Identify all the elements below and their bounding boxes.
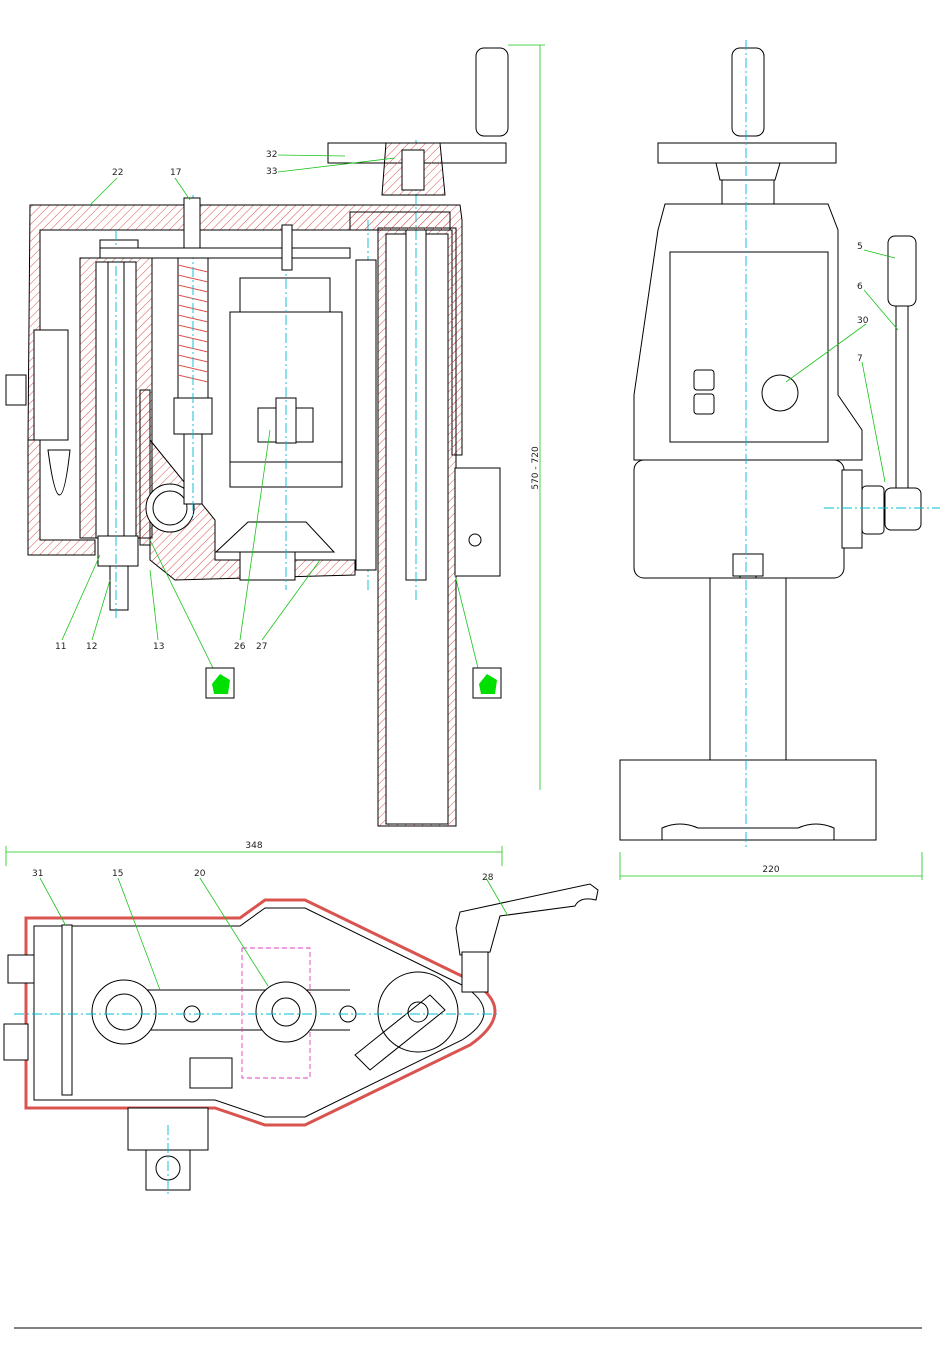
housing-slot [48, 450, 70, 495]
spindle-tip [110, 566, 128, 610]
label-26: 26 [234, 642, 246, 652]
top-block [190, 1058, 232, 1088]
side-handwheel [658, 143, 836, 163]
top-gear-20 [256, 982, 316, 1042]
dimension-length: 348 [245, 841, 262, 851]
clamp-stem [462, 952, 488, 992]
side-scale [842, 470, 862, 548]
hub-bore [402, 150, 424, 190]
label-5: 5 [857, 242, 863, 252]
front-section-view: 570 - 720 22 17 32 33 11 [6, 45, 545, 826]
side-bracket [455, 468, 500, 576]
label-22: 22 [112, 168, 123, 178]
label-32: 32 [266, 150, 277, 160]
rack [140, 390, 150, 545]
section-marker-right [473, 668, 501, 698]
chuck-26 [240, 552, 295, 580]
motor-shaft [282, 225, 292, 270]
belt-plate [100, 248, 350, 258]
guide-rod [356, 260, 376, 570]
motor-top [240, 278, 330, 316]
side-handle-top [732, 48, 764, 136]
side-lever-knob-5 [888, 236, 916, 306]
side-knob-30 [762, 375, 798, 411]
label-12: 12 [86, 642, 97, 652]
dimension-height: 570 - 720 [531, 446, 541, 490]
left-panel [34, 330, 68, 440]
label-17: 17 [170, 168, 181, 178]
handwheel-handle [476, 48, 508, 136]
top-switch-upper [8, 955, 34, 983]
side-neck [722, 180, 774, 204]
label-6: 6 [857, 282, 863, 292]
top-right-pulley [378, 972, 458, 1052]
top-switch-lower [4, 1024, 28, 1060]
column-cap [350, 212, 450, 230]
top-view: 348 31 15 20 28 [4, 841, 598, 1195]
label-7: 7 [857, 354, 863, 364]
label-30: 30 [857, 316, 869, 326]
side-nut [733, 554, 763, 576]
label-31: 31 [32, 869, 43, 879]
side-panel [670, 252, 828, 442]
side-view: 220 5 6 30 7 [620, 40, 940, 880]
label-15: 15 [112, 869, 123, 879]
left-switch [6, 375, 26, 405]
label-11: 11 [55, 642, 66, 652]
spindle-nut [98, 536, 138, 566]
clamp-lever-28 [456, 884, 598, 955]
side-hub-knob [862, 486, 884, 534]
label-13: 13 [153, 642, 164, 652]
label-20: 20 [194, 869, 206, 879]
side-hub [716, 163, 780, 180]
top-plate-31 [62, 925, 72, 1095]
side-column [710, 578, 786, 760]
label-27: 27 [256, 642, 267, 652]
side-lever-hub [885, 488, 921, 530]
motor-fan [216, 522, 334, 552]
section-marker-left [206, 668, 234, 698]
top-left-pulley [92, 980, 156, 1044]
dimension-width: 220 [762, 865, 779, 875]
label-28: 28 [482, 873, 494, 883]
side-button-up [694, 370, 714, 390]
side-button-down [694, 394, 714, 414]
label-33: 33 [266, 167, 277, 177]
